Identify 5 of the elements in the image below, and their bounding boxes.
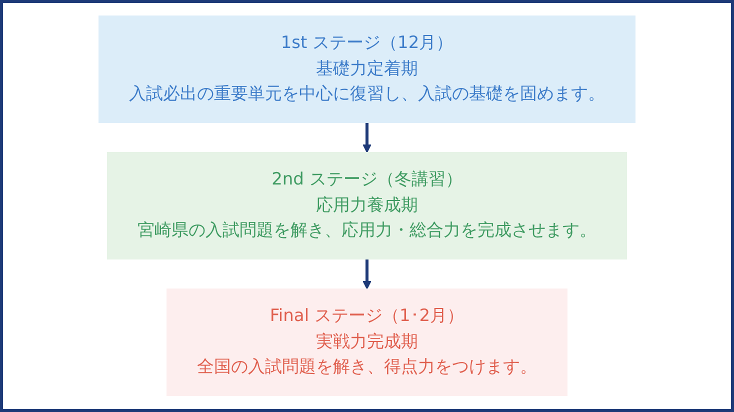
arrow (362, 259, 372, 290)
node-box: 1st ステージ（12月） 基礎力定着期 入試必出の重要単元を中心に復習し、入試の基礎を固めます。 (98, 16, 636, 124)
arrow (362, 122, 372, 154)
node-box: Final ステージ（1･2月） 実戦力完成期 全国の入試問題を解き、得点力をつけます。 (166, 288, 568, 396)
node-box: 2nd ステージ（冬講習） 応用力養成期 宮崎県の入試問題を解き、応用力・総合力を完成させます。 (107, 152, 627, 260)
